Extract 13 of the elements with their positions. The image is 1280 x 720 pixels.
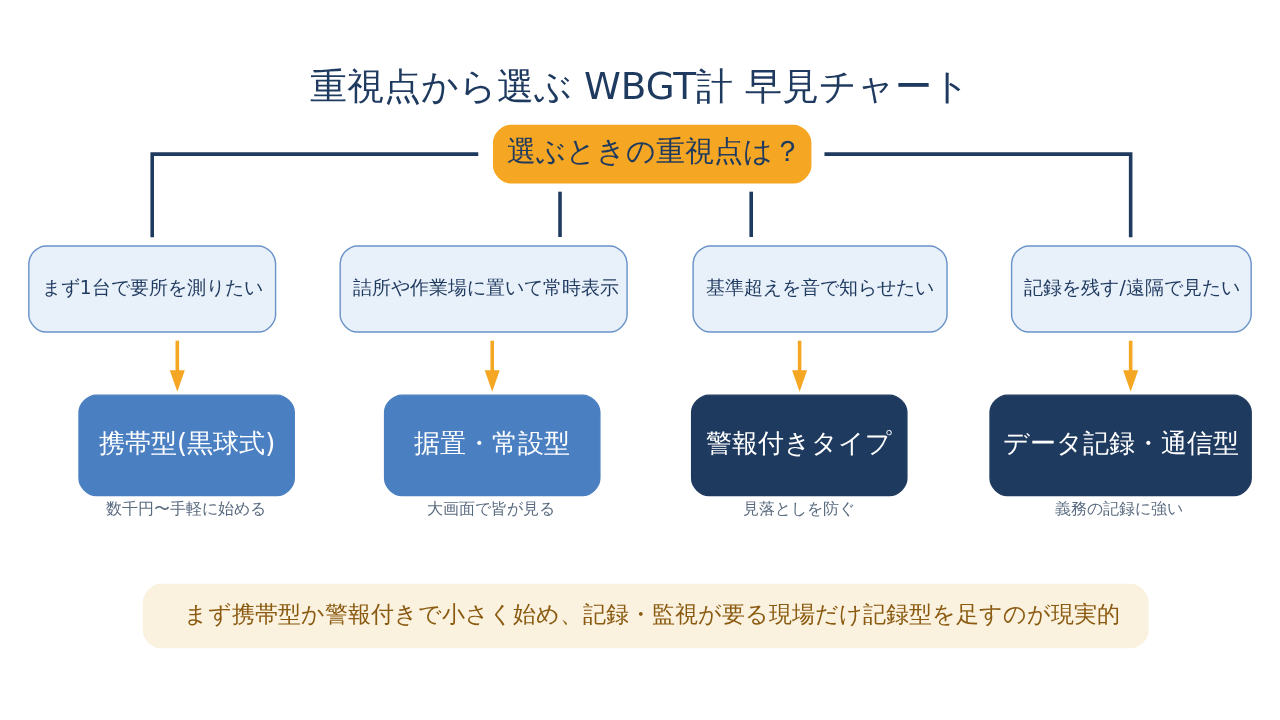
connector <box>150 152 479 238</box>
arrow <box>484 340 500 392</box>
arrow <box>792 340 808 392</box>
node-label: 見落としを防ぐ <box>742 498 855 518</box>
connector <box>558 191 562 237</box>
node-label: 義務の記録に強い <box>1055 498 1184 518</box>
connector <box>749 191 753 237</box>
node-label: 数千円〜手軽に始める <box>105 498 266 518</box>
arrow <box>169 340 185 392</box>
connector <box>824 152 1133 238</box>
node-label: 大画面で皆が見る <box>426 498 555 518</box>
diagram-title: 重視点から選ぶ WBGT計 早見チャート <box>310 64 970 109</box>
arrow <box>1123 340 1139 392</box>
